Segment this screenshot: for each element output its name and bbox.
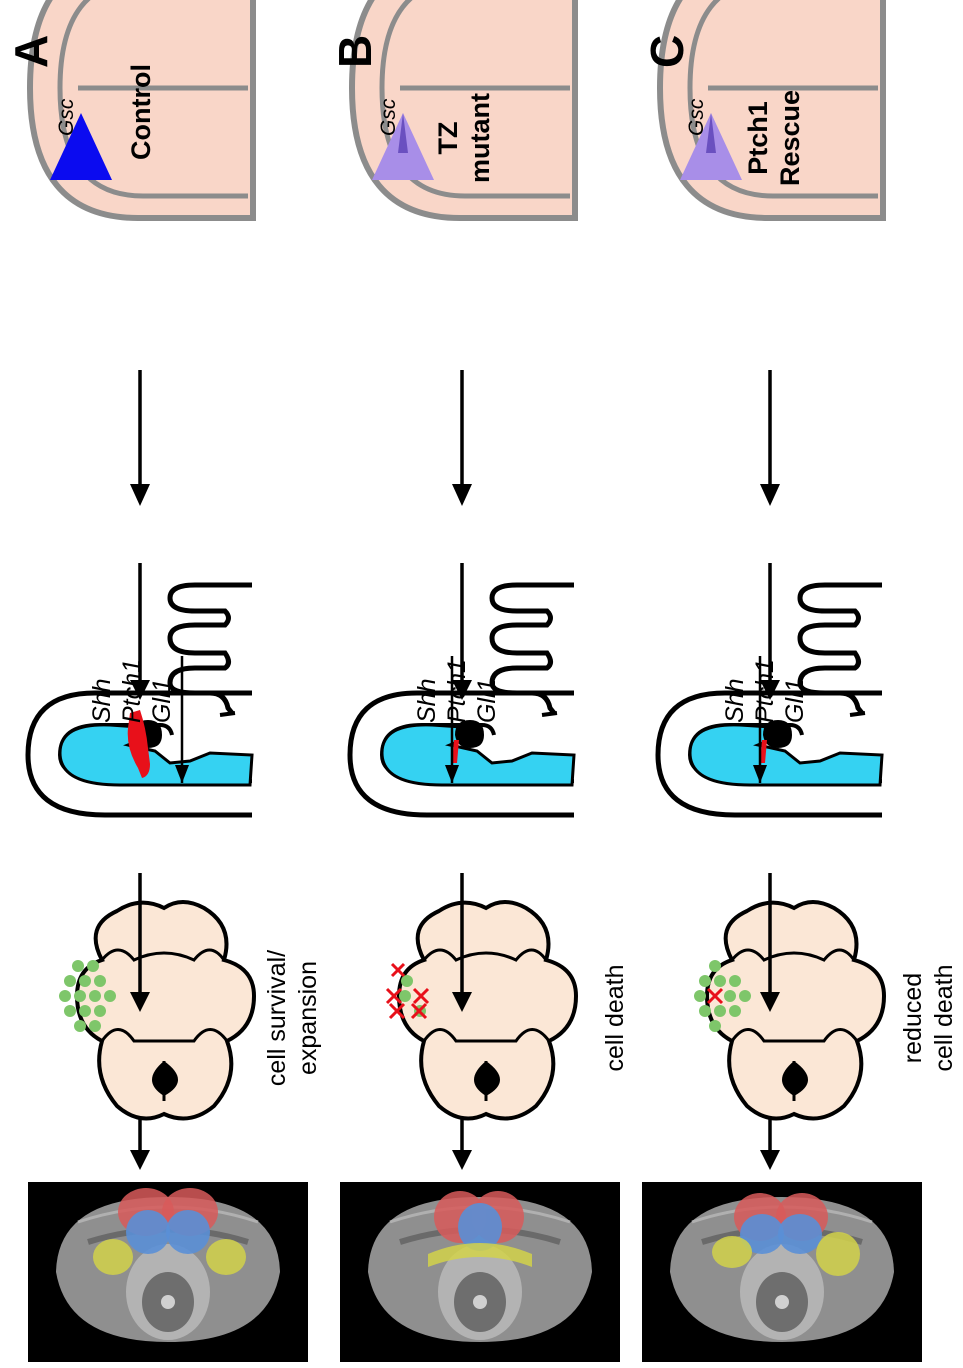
condition-line1-a: Control	[125, 52, 157, 172]
arrow-4-b	[452, 1118, 472, 1170]
outcome-c: reduced cell death	[898, 908, 960, 1128]
gene-gli1-a: Gli1	[147, 679, 177, 723]
outcome-a: cell survival/ expansion	[262, 908, 324, 1128]
gsc-label-b: Gsc	[377, 99, 401, 136]
gene-shh-b: Shh	[412, 679, 442, 723]
outcome-line2-a: expansion	[293, 908, 324, 1128]
gene-ptch1-c: Ptch1	[750, 659, 780, 723]
outcome-line1-b: cell death	[600, 908, 631, 1128]
gene-shh-a: Shh	[87, 679, 117, 723]
condition-line2-b: mutant	[464, 68, 496, 208]
arrow-1-c	[760, 370, 780, 506]
condition-label-a: Control	[125, 52, 157, 172]
arrow-1-b	[452, 370, 472, 506]
outcome-line1-c: reduced	[898, 908, 929, 1128]
condition-line2-c: Rescue	[774, 68, 806, 208]
panel-letter-c: C	[640, 35, 694, 68]
panel-letter-a: A	[4, 35, 58, 68]
condition-label-c: Ptch1 Rescue	[742, 68, 806, 208]
condition-line1-b: TZ	[432, 68, 464, 208]
outcome-line1-a: cell survival/	[262, 908, 293, 1128]
condition-line1-c: Ptch1	[742, 68, 774, 208]
arrow-4-c	[760, 1118, 780, 1170]
outcome-line2-c: cell death	[929, 908, 960, 1128]
arrow-5-a	[130, 1118, 150, 1170]
sem-image-a	[28, 1182, 308, 1362]
gene-ptch1-b: Ptch1	[442, 659, 472, 723]
arrow-1-a	[130, 370, 150, 506]
outcome-b: cell death	[600, 908, 631, 1128]
gene-ptch1-a: Ptch1	[117, 659, 147, 723]
sem-image-b	[340, 1182, 620, 1362]
gsc-label-c: Gsc	[685, 99, 709, 136]
gene-gli1-c: Gli1	[780, 679, 810, 723]
sem-image-c	[642, 1182, 922, 1362]
gene-shh-c: Shh	[720, 679, 750, 723]
condition-label-b: TZ mutant	[432, 68, 496, 208]
gsc-label-a: Gsc	[55, 99, 79, 136]
panel-letter-b: B	[328, 35, 382, 68]
gene-gli1-b: Gli1	[472, 679, 502, 723]
